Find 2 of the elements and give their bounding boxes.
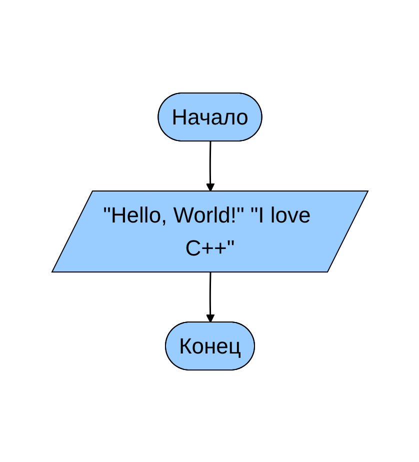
arrow xyxy=(205,272,214,322)
arrow xyxy=(205,140,214,192)
